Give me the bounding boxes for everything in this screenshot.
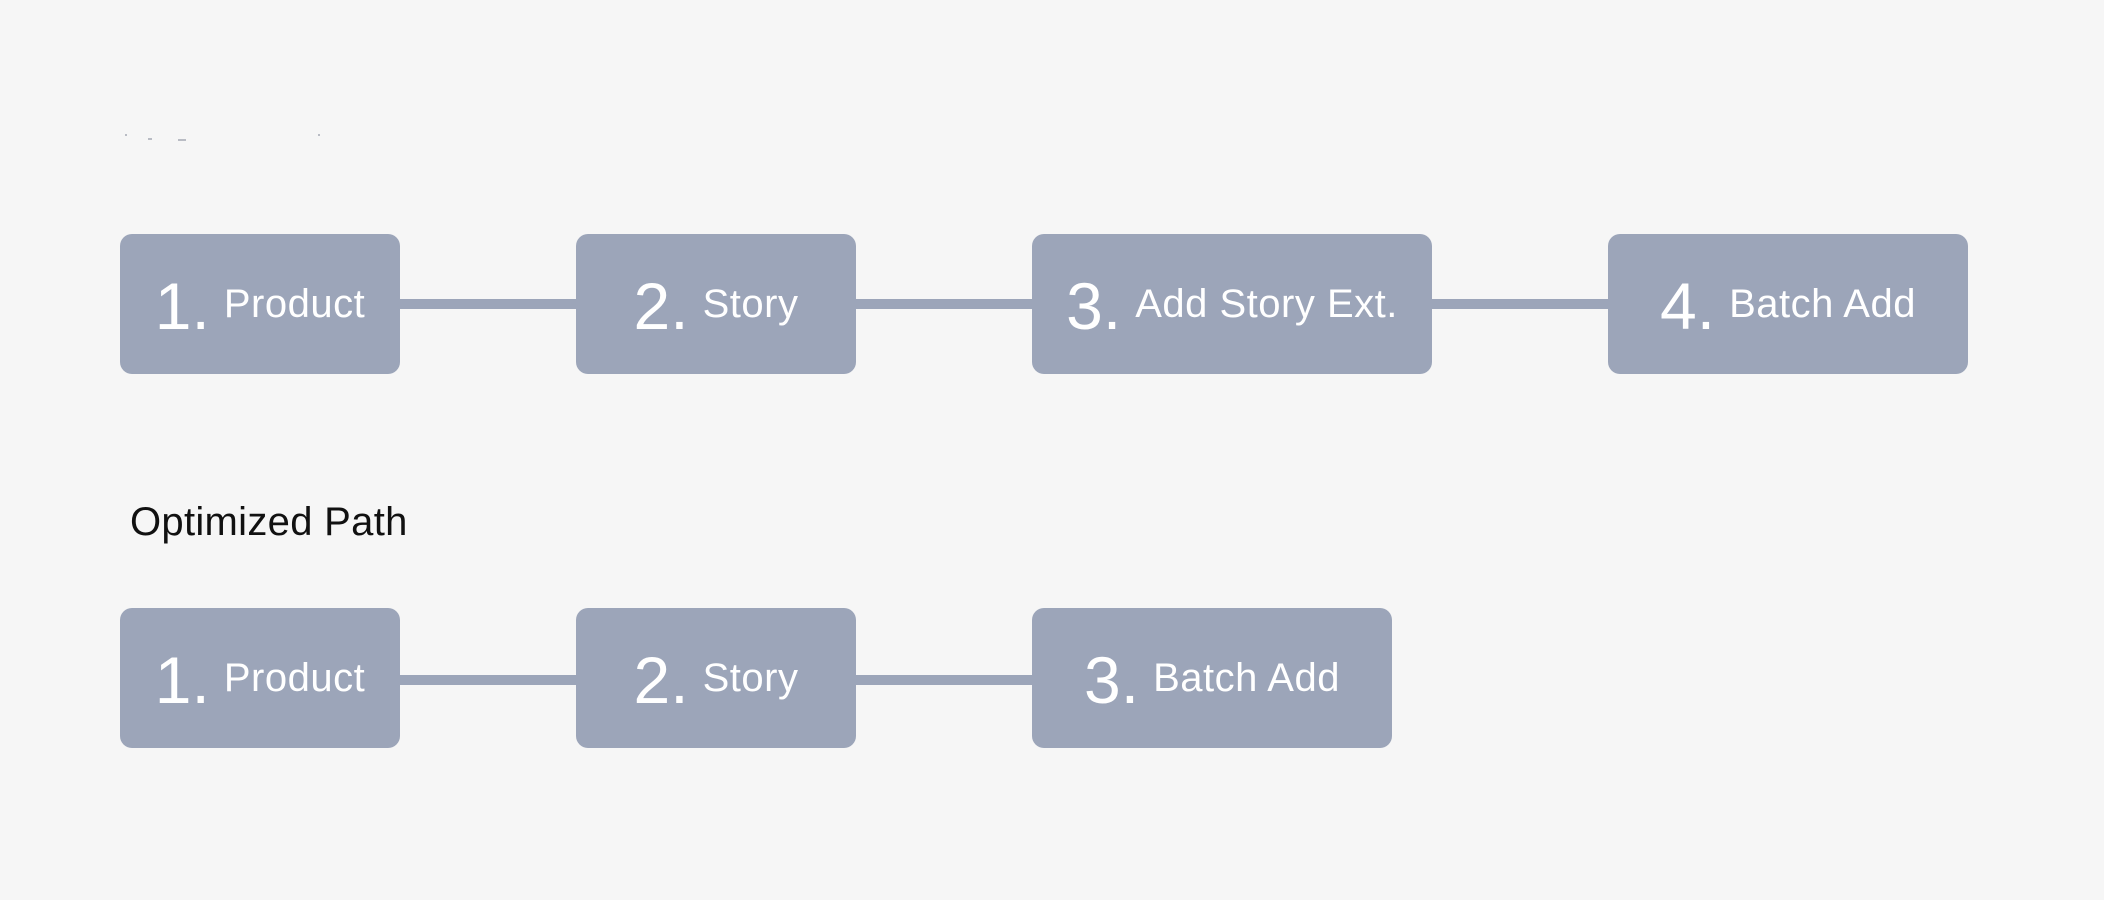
connector [398,299,578,309]
step-box: 4. Batch Add [1608,234,1968,374]
step-number: 3. [1066,269,1122,343]
connector [398,675,578,685]
step-number: 4. [1660,269,1716,343]
connector [855,299,1035,309]
faint-mark [148,138,152,140]
step-label: Story [702,282,799,326]
step-box: 1. Product [120,234,400,374]
connector [855,675,1035,685]
step-label: Story [702,656,799,700]
step-box: 1. Product [120,608,400,748]
section-title: Optimized Path [130,500,408,544]
step-box: 2. Story [576,608,856,748]
faint-mark [125,134,127,136]
connector [1431,299,1609,309]
step-number: 3. [1084,643,1140,717]
step-number: 1. [154,269,210,343]
step-number: 1. [154,643,210,717]
faint-mark [178,139,186,141]
step-label: Product [223,282,366,326]
step-label: Product [223,656,366,700]
step-label: Add Story Ext. [1135,282,1398,326]
step-box: 3. Batch Add [1032,608,1392,748]
step-label: Batch Add [1153,656,1340,700]
step-box: 3. Add Story Ext. [1032,234,1432,374]
step-number: 2. [633,269,689,343]
step-box: 2. Story [576,234,856,374]
step-label: Batch Add [1729,282,1916,326]
step-number: 2. [633,643,689,717]
faint-mark [318,134,320,136]
